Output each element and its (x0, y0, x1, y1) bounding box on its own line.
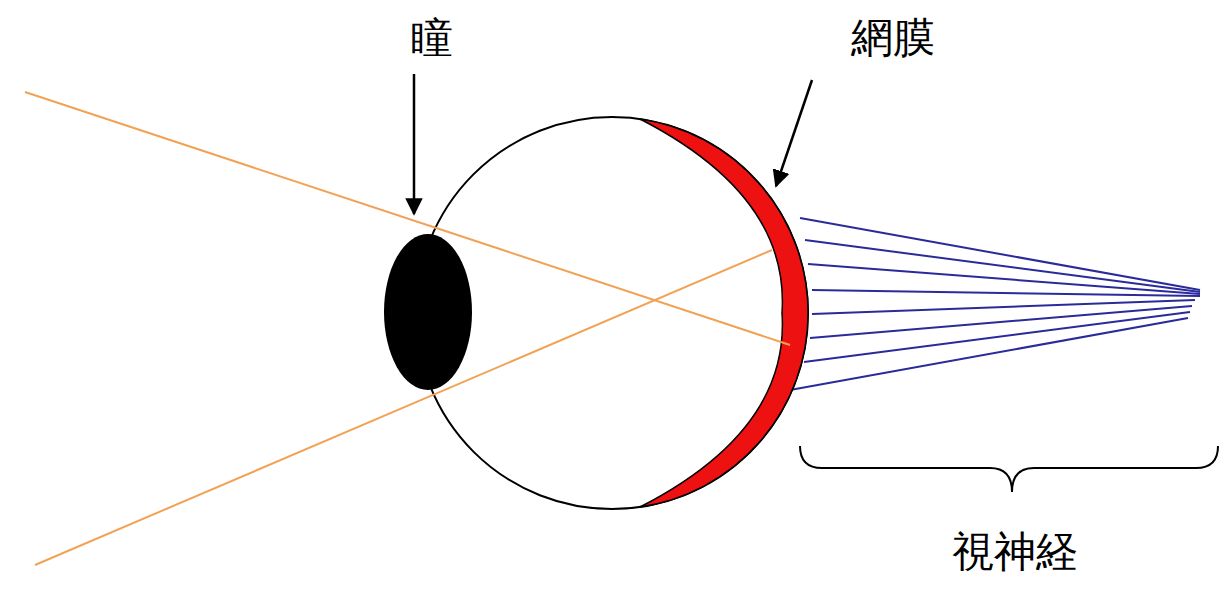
nerve-fibre (808, 264, 1200, 294)
nerve-fibre (805, 240, 1200, 292)
nerve-fibre (810, 306, 1192, 338)
leader-arrow (776, 80, 812, 186)
nerve-fibre (812, 300, 1195, 314)
part-label: 瞳 (411, 13, 453, 63)
retina-crescent (640, 119, 808, 507)
nerve-fibre (804, 312, 1190, 362)
brace (800, 446, 1218, 492)
nerve-fibre (790, 318, 1188, 390)
nerve-fibre (812, 290, 1200, 296)
leader-arrow (413, 74, 416, 214)
light-ray (35, 250, 772, 565)
part-label: 網膜 (851, 13, 935, 63)
nerve-fibres (790, 218, 1200, 390)
eyeball-outline (416, 117, 808, 509)
part-label: 視神経 (952, 527, 1078, 577)
pupil-ellipse (384, 234, 472, 390)
light-ray (25, 92, 790, 345)
